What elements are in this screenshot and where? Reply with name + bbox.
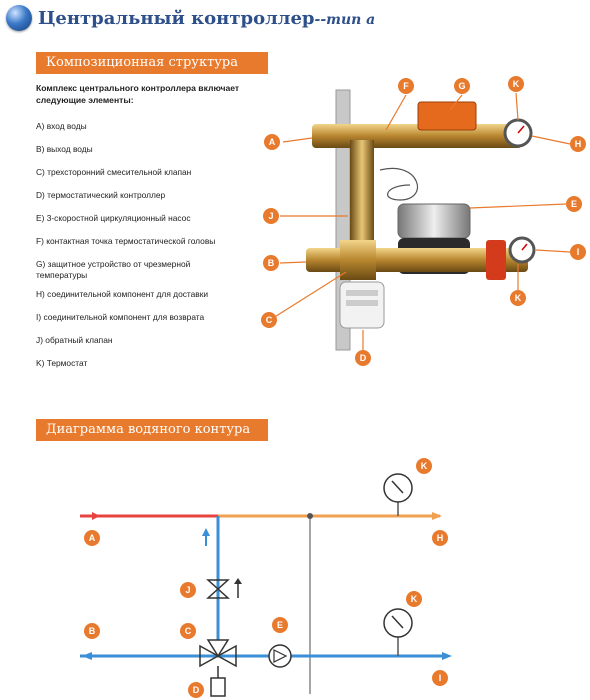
arrow-icon xyxy=(442,652,452,660)
list-item: J) обратный клапан xyxy=(36,335,113,345)
callout-g: G xyxy=(458,81,465,91)
diagram-callout-j: J xyxy=(185,585,190,595)
composition-heading: Композиционная структура xyxy=(36,52,268,74)
thermostatic-controller-icon xyxy=(210,677,226,697)
arrow-icon xyxy=(92,512,100,520)
callout-a-marker xyxy=(264,134,280,150)
callout-h: H xyxy=(575,139,582,149)
diagram-callout-a: A xyxy=(89,533,96,543)
callout-j-marker xyxy=(263,208,279,224)
diagram-callout-c: C xyxy=(185,626,192,636)
list-item: D) термостатический контроллер xyxy=(36,190,166,200)
diagram-callout-b-marker xyxy=(84,623,100,639)
list-item: K) Термостат xyxy=(36,358,88,368)
overheat-protection-device xyxy=(417,101,477,131)
callout-e-marker xyxy=(566,196,582,212)
mixing-valve-icon xyxy=(199,644,220,668)
diagram-callout-k-top-marker xyxy=(416,458,432,474)
diagram-callout-b: B xyxy=(89,626,96,636)
callout-k-bottom-marker xyxy=(510,290,526,306)
callout-a: A xyxy=(269,137,276,147)
list-item: C) трехсторонний смесительной клапан xyxy=(36,167,192,177)
return-fitting xyxy=(486,240,506,280)
mixing-valve xyxy=(340,240,376,280)
callout-d-marker xyxy=(355,350,371,366)
globe-icon xyxy=(6,5,32,31)
composition-intro: Комплекс центрального контроллера включа… xyxy=(36,83,240,105)
callout-k-bottom: K xyxy=(515,293,522,303)
callout-c: C xyxy=(266,315,273,325)
callout-f: F xyxy=(403,81,409,91)
list-item: E) 3-скоростной циркуляционный насос xyxy=(36,213,191,223)
diagram-callout-c-marker xyxy=(180,623,196,639)
callout-h-marker xyxy=(570,136,586,152)
diagram-callout-i-marker xyxy=(432,670,448,686)
callout-k-top-marker xyxy=(508,76,524,92)
diagram-callout-i: I xyxy=(439,673,442,683)
list-item: I) соединительной компонент для возврата xyxy=(36,312,205,322)
page-title: Центральный контроллер--тип a xyxy=(38,8,375,29)
diagram-callout-e: E xyxy=(277,620,283,630)
list-item: H) соединительной компонент для доставки xyxy=(36,289,209,299)
diagram-callout-d: D xyxy=(193,685,200,695)
callout-j: J xyxy=(268,211,273,221)
water-circuit-heading: Диаграмма водяного контура xyxy=(36,419,268,441)
arrow-icon xyxy=(202,528,210,536)
list-item: B) выход воды xyxy=(36,144,93,154)
list-item: F) контактная точка термостатической гол… xyxy=(36,236,216,246)
callout-b-marker xyxy=(263,255,279,271)
list-item: A) вход воды xyxy=(36,121,87,131)
callout-i: I xyxy=(577,247,580,257)
diagram-callout-k-bottom: K xyxy=(411,594,418,604)
callout-f-marker xyxy=(398,78,414,94)
callout-d: D xyxy=(360,353,367,363)
callout-c-marker xyxy=(261,312,277,328)
callout-k-top: K xyxy=(513,79,520,89)
diagram-callout-h-marker xyxy=(432,530,448,546)
diagram-callout-a-marker xyxy=(84,530,100,546)
diagram-callout-k-top: K xyxy=(421,461,428,471)
page-title-suffix: --тип a xyxy=(314,11,376,28)
callout-g-marker xyxy=(454,78,470,94)
pump-icon xyxy=(268,644,292,668)
title-row: Центральный контроллер--тип a xyxy=(6,2,375,34)
diagram-callout-k-bottom-marker xyxy=(406,591,422,607)
callout-b: B xyxy=(268,258,275,268)
arrow-icon xyxy=(82,652,92,660)
diagram-callout-h: H xyxy=(437,533,444,543)
list-item: G) защитное устройство от чрезмерной тем… xyxy=(36,259,191,280)
callout-i-marker xyxy=(570,244,586,260)
diagram-callout-j-marker xyxy=(180,582,196,598)
arrow-icon xyxy=(432,512,442,520)
diagram-callout-e-marker xyxy=(272,617,288,633)
component-list: A) вход воды B) выход воды C) трехсторон… xyxy=(36,121,276,381)
diagram-callout-d-marker xyxy=(188,682,204,698)
photo-callout-markers xyxy=(261,76,586,366)
page-title-main: Центральный контроллер xyxy=(38,7,315,29)
callout-e: E xyxy=(571,199,577,209)
check-valve-icon xyxy=(206,579,230,599)
